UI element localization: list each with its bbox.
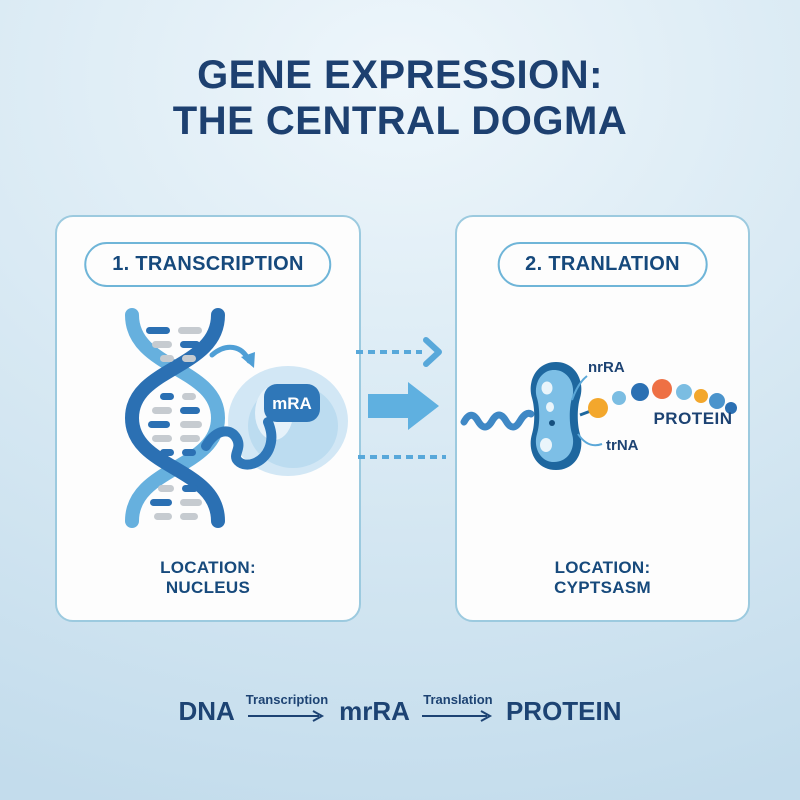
mrna-tag-label: mRA [272, 394, 312, 413]
mrna-strand-icon [201, 417, 277, 470]
transcription-badge: 1. TRANSCRIPTION [84, 242, 332, 287]
mrna-label: nrRA [588, 359, 625, 376]
transcription-location: LOCATION: NUCLEUS [57, 558, 359, 598]
location-label: LOCATION: [160, 558, 256, 577]
mrna-squiggle-icon [460, 409, 535, 431]
page-title: GENE EXPRESSION: THE CENTRAL DOGMA [0, 52, 800, 144]
flow-step-translation-label: Translation [423, 692, 493, 707]
dashed-arrow-icon [356, 337, 442, 367]
flow-protein: PROTEIN [505, 696, 622, 726]
transcription-arrow-icon [209, 344, 255, 368]
translation-panel: 2. TRANLATION nrRA trNA [455, 215, 750, 622]
central-dogma-flow: DNA Transcription mrRA Translation PROTE… [0, 692, 800, 728]
title-line-1: GENE EXPRESSION: [197, 53, 603, 97]
dna-rungs [146, 327, 202, 520]
transcription-illustration: mRA [124, 308, 348, 528]
protein-chain-icon [579, 379, 737, 418]
flow-dna: DNA [178, 696, 235, 726]
flow-arrow-icon [247, 710, 325, 722]
location-value: CYPTSASM [554, 578, 651, 597]
protein-label: PROTEIN [653, 409, 732, 428]
location-value: NUCLEUS [165, 578, 251, 597]
translation-badge: 2. TRANLATION [497, 242, 708, 287]
location-label: LOCATION: [554, 558, 651, 577]
translation-illustration: nrRA trNA PROTEIN [460, 359, 737, 470]
mrna-tag: mRA [264, 384, 320, 422]
solid-arrow-icon [368, 382, 439, 430]
flow-mrna: mrRA [339, 696, 410, 726]
flow-step-transcription: Transcription [246, 692, 328, 728]
flow-step-translation: Translation [421, 692, 495, 728]
ribosome-icon [530, 362, 582, 470]
transcription-panel: 1. TRANSCRIPTION [55, 215, 361, 622]
flow-arrow-icon [421, 710, 493, 722]
mrna-callout-line [571, 375, 588, 401]
dna-helix-icon [124, 308, 226, 528]
panel-connector-arrows [356, 337, 446, 459]
title-line-2: THE CENTRAL DOGMA [172, 99, 628, 143]
flow-step-transcription-label: Transcription [245, 692, 329, 707]
translation-location: LOCATION: CYPTSASM [457, 558, 748, 598]
trna-label: trNA [606, 437, 639, 454]
trna-callout-line [577, 433, 603, 447]
